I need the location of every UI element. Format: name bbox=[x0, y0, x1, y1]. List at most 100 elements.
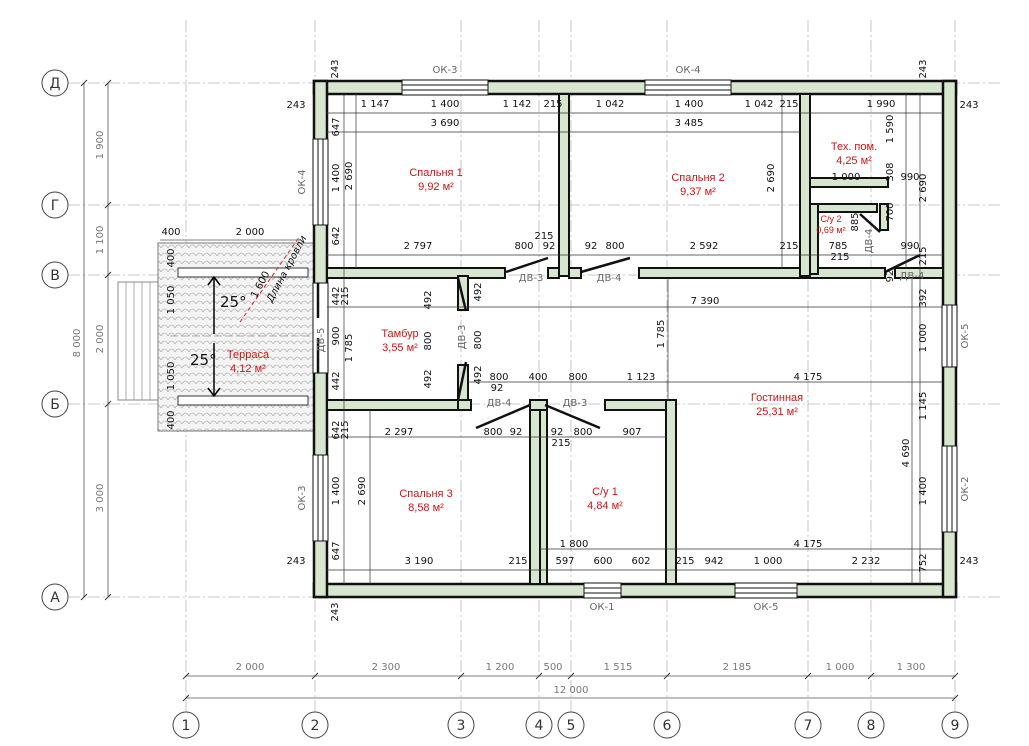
dimension-label: 1 785 bbox=[344, 334, 355, 363]
dimension-label: 215 bbox=[779, 241, 798, 252]
dimension-label: 243 bbox=[330, 602, 341, 621]
dimension-label: 243 bbox=[286, 100, 305, 111]
window-label-ok3-left: ОК-3 bbox=[297, 486, 308, 511]
dimension-label: 800 bbox=[489, 372, 508, 383]
dimension-label: 800 bbox=[423, 331, 434, 350]
dimension-label: 1 000 bbox=[754, 556, 783, 567]
dimension-label: 885 bbox=[850, 212, 861, 231]
room-name-wc-1: С/у 1 bbox=[592, 486, 618, 498]
window-label-ok4-left: ОК-4 bbox=[297, 170, 308, 195]
room-area-bedroom-3: 8,58 м² bbox=[408, 502, 444, 514]
door-label-dv4-a: ДВ-4 bbox=[597, 273, 622, 284]
angle-label-bottom: 25° bbox=[190, 351, 217, 369]
dimension-label: 1 042 bbox=[745, 99, 774, 110]
dimension-label: 785 bbox=[828, 241, 847, 252]
dimension-label: 1 042 bbox=[596, 99, 625, 110]
dimension-label: 215 bbox=[340, 420, 351, 439]
dimension-label: 752 bbox=[918, 553, 929, 572]
door-label-dv3-c: ДВ-3 bbox=[457, 325, 468, 350]
axis-col-2: 2 bbox=[311, 718, 320, 734]
dimension-label: 647 bbox=[331, 117, 342, 136]
axis-col-3: 3 bbox=[457, 718, 466, 734]
interior-walls bbox=[326, 93, 944, 585]
dimension-label: 1 400 bbox=[918, 477, 929, 506]
room-name-bedroom-3: Спальня 3 bbox=[399, 488, 452, 500]
door-label-dv4-b: ДВ-4 bbox=[487, 398, 512, 409]
axis-row-g: Г bbox=[51, 198, 60, 214]
room-area-vestibule: 3,55 м² bbox=[382, 342, 418, 354]
dimension-label: 400 bbox=[166, 410, 177, 429]
dimension-label: 2 300 bbox=[372, 662, 401, 673]
door-label-dv3-b: ДВ-3 bbox=[563, 398, 588, 409]
door-label-dv4-c: ДВ-4 bbox=[864, 229, 875, 254]
dimension-label: 1 142 bbox=[503, 99, 532, 110]
dimension-label: 492 bbox=[473, 365, 484, 384]
axis-col-8: 8 bbox=[867, 718, 876, 734]
axis-col-6: 6 bbox=[663, 718, 672, 734]
dimension-label: 800 bbox=[483, 427, 502, 438]
room-area-wc-2: 0,69 м² bbox=[816, 225, 845, 235]
dimension-label: 215 bbox=[830, 252, 849, 263]
dimension-label: 1 050 bbox=[166, 362, 177, 391]
dimension-label: 642 bbox=[331, 420, 342, 439]
dimension-label: 492 bbox=[473, 282, 484, 301]
dimension-label: 1 400 bbox=[675, 99, 704, 110]
dimension-label: 7 390 bbox=[691, 296, 720, 307]
axis-row-d: Д bbox=[50, 76, 61, 92]
room-area-terrace: 4,12 м² bbox=[230, 363, 266, 375]
dimension-label: 4 175 bbox=[794, 372, 823, 383]
dimension-label: 400 bbox=[161, 227, 180, 238]
dimension-label: 2 592 bbox=[690, 241, 719, 252]
door-label-dv3-a: ДВ-3 bbox=[519, 273, 544, 284]
dimension-label: 800 bbox=[473, 330, 484, 349]
dimension-label: 243 bbox=[330, 59, 341, 78]
room-name-tech: Тех. пом. bbox=[831, 141, 877, 153]
dimension-label: 215 bbox=[918, 246, 929, 265]
window-label-ok2-right: ОК-2 bbox=[960, 477, 971, 502]
dimension-label: 1 300 bbox=[897, 662, 926, 673]
dimension-label: 1 900 bbox=[95, 131, 106, 160]
dimension-label: 92 bbox=[551, 427, 564, 438]
dimension-label: 92 bbox=[491, 383, 504, 394]
dimension-label: 92 bbox=[885, 270, 896, 283]
dimension-label: 392 bbox=[918, 288, 929, 307]
dimension-label: 942 bbox=[704, 556, 723, 567]
dimension-label: 92 bbox=[510, 427, 523, 438]
axis-row-v: В bbox=[50, 268, 60, 284]
dimension-label: 215 bbox=[779, 99, 798, 110]
room-name-wc-2: С/у 2 bbox=[820, 214, 841, 224]
dimension-label: 2 690 bbox=[766, 164, 777, 193]
dimension-label: 215 bbox=[551, 438, 570, 449]
axis-col-7: 7 bbox=[804, 718, 813, 734]
dimension-label: 800 bbox=[514, 241, 533, 252]
dimension-label: 700 bbox=[885, 202, 896, 221]
dimension-label: 2 232 bbox=[852, 556, 881, 567]
dimension-label: 1 000 bbox=[918, 324, 929, 353]
room-name-bedroom-1: Спальня 1 bbox=[409, 167, 462, 179]
dimension-label: 1 000 bbox=[832, 172, 861, 183]
window-label-ok3-top: ОК-3 bbox=[433, 65, 458, 76]
dimension-label: 2 690 bbox=[344, 162, 355, 191]
dimension-label: 990 bbox=[900, 241, 919, 252]
dimension-label: 600 bbox=[593, 556, 612, 567]
room-name-bedroom-2: Спальня 2 bbox=[671, 172, 724, 184]
axis-row-b: Б bbox=[50, 397, 60, 413]
room-name-living: Гостинная bbox=[751, 392, 803, 404]
dimension-label: 492 bbox=[423, 290, 434, 309]
dimension-label: 2 185 bbox=[723, 662, 752, 673]
dimension-label: 907 bbox=[622, 427, 641, 438]
room-name-terrace: Терраса bbox=[227, 349, 270, 361]
dimension-label: 1 785 bbox=[656, 320, 667, 349]
dimension-label: 1 515 bbox=[604, 662, 633, 673]
dimension-label: 1 147 bbox=[361, 99, 390, 110]
dimension-label: 1 800 bbox=[560, 539, 589, 550]
dimension-label: 442 bbox=[331, 286, 342, 305]
dimension-label: 400 bbox=[166, 248, 177, 267]
dimension-label: 1 400 bbox=[331, 477, 342, 506]
dimension-label: 500 bbox=[543, 662, 562, 673]
dimension-label: 1 145 bbox=[918, 392, 929, 421]
room-area-wc-1: 4,84 м² bbox=[587, 500, 623, 512]
room-area-tech: 4,25 м² bbox=[836, 155, 872, 167]
